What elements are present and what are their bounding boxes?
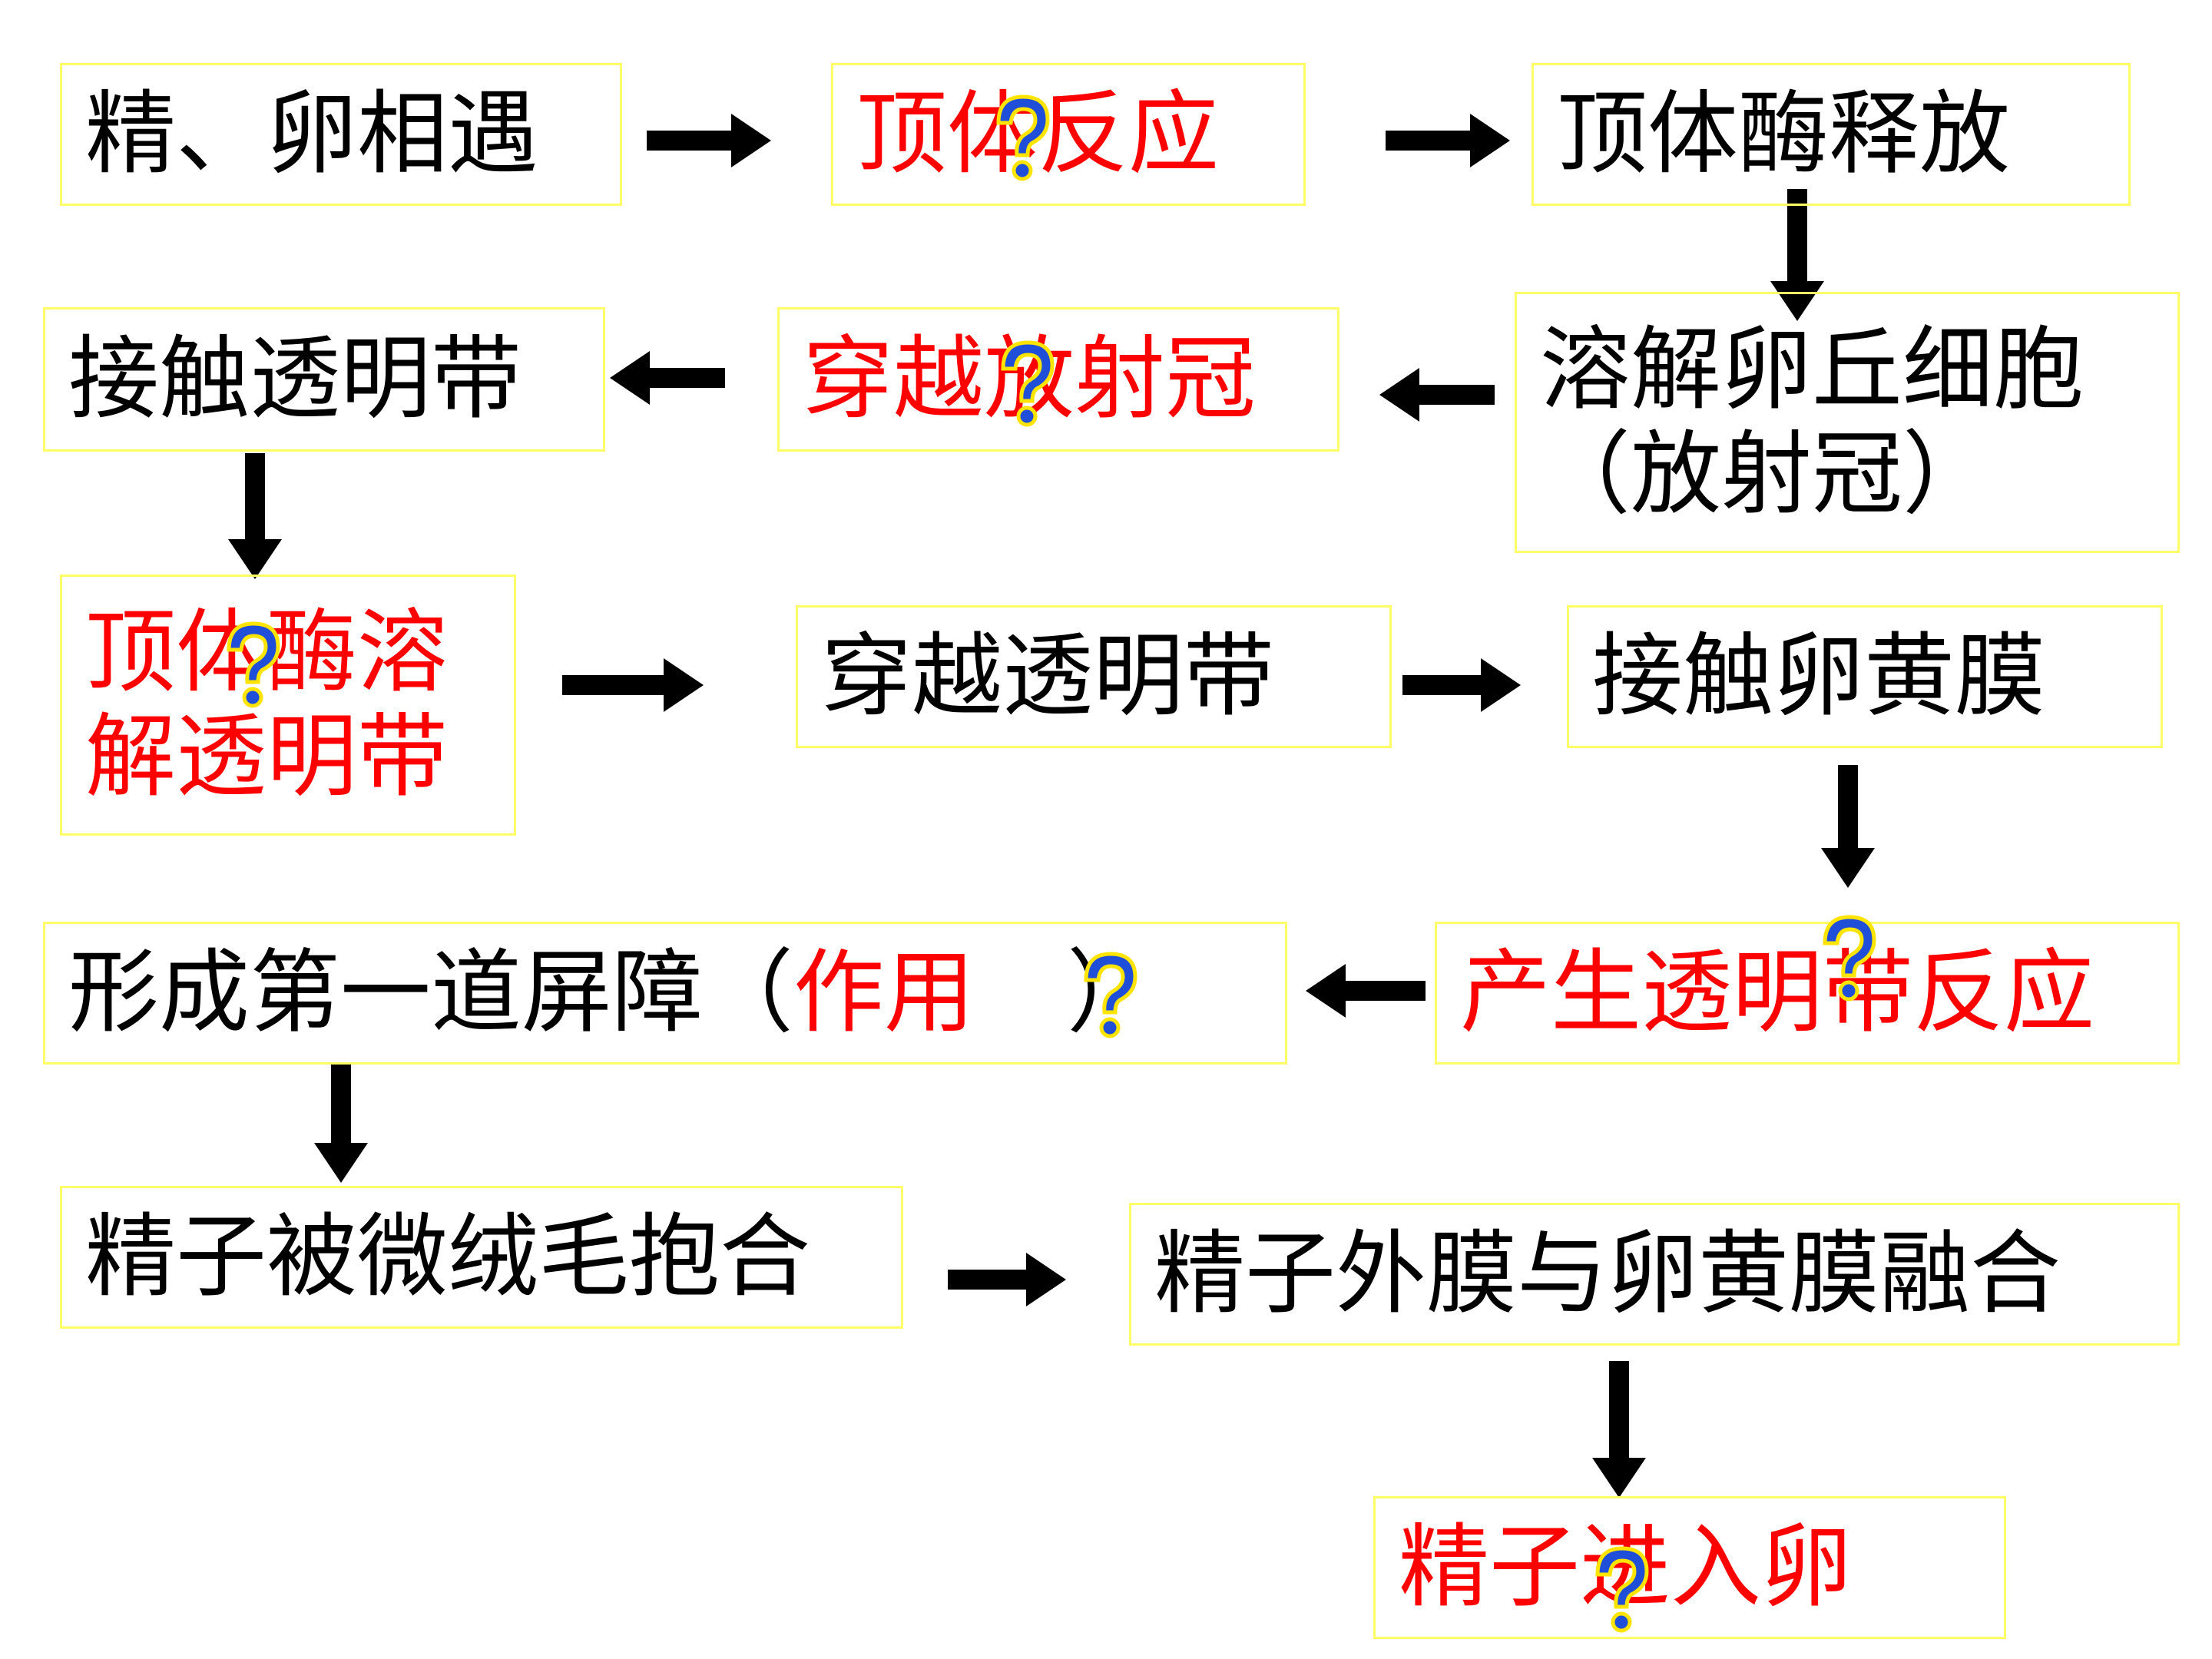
node-text-prefix: 形成第一道屏障（ (68, 939, 794, 1046)
node-text-line2: （放射冠） (1540, 421, 1994, 527)
node-text: 顶体反应 (856, 81, 1303, 187)
flow-arrow (1379, 368, 1495, 422)
node-text: 精子进入卵 (1399, 1514, 1853, 1621)
node-text: 接触透明带 (68, 326, 522, 432)
question-mark-icon (996, 94, 1050, 181)
flow-arrow (1402, 658, 1521, 712)
node-sperm-egg-meet: 精、卵相遇 (60, 63, 622, 206)
flow-arrow (562, 658, 704, 712)
node-dissolve-cumulus-cells: 溶解卵丘细胞 （放射冠） (1515, 292, 2180, 553)
node-acrosin-release: 顶体酶释放 (1532, 63, 2131, 206)
flow-arrow (1821, 765, 1875, 888)
node-sperm-enters-egg: 精子进入卵 (1373, 1496, 2006, 1639)
node-acrosome-reaction: 顶体反应 (831, 63, 1306, 206)
node-acrosin-dissolve-zona: 顶体酶溶 解透明带 (60, 575, 516, 836)
node-membrane-fusion: 精子外膜与卵黄膜融合 (1129, 1203, 2180, 1346)
node-text-red: 作用 (793, 939, 975, 1046)
node-microvilli-embrace: 精子被微绒毛抱合 (60, 1186, 903, 1329)
node-text: 穿越放射冠 (803, 326, 1337, 432)
question-mark-icon (1595, 1546, 1649, 1633)
node-text: 穿越透明带 (821, 623, 1275, 730)
node-text: 精子被微绒毛抱合 (85, 1204, 811, 1310)
question-mark-icon (1084, 952, 1137, 1038)
node-text-line1: 顶体酶溶 (85, 601, 514, 705)
node-pass-zona-pellucida: 穿越透明带 (796, 605, 1392, 748)
node-text: 精子外膜与卵黄膜融合 (1154, 1220, 2061, 1327)
node-text: 精、卵相遇 (85, 81, 539, 187)
flow-arrow (1770, 189, 1824, 321)
flow-arrow (647, 114, 771, 167)
node-text-line1: 溶解卵丘细胞 (1540, 316, 2085, 423)
flow-arrow (314, 1063, 368, 1183)
node-text: 产生透明带反应 (1460, 939, 2095, 1046)
flow-arrow (1386, 114, 1510, 167)
question-mark-icon (1001, 340, 1055, 427)
flow-arrow (228, 453, 282, 579)
flow-arrow (1306, 964, 1426, 1018)
node-text-line2: 解透明带 (85, 704, 449, 810)
flow-arrow (610, 351, 725, 405)
node-text: 接触卵黄膜 (1592, 623, 2046, 730)
question-mark-icon (227, 621, 280, 708)
node-contact-zona-pellucida: 接触透明带 (43, 307, 605, 452)
flow-arrow (948, 1253, 1066, 1306)
node-zona-reaction: 产生透明带反应 (1435, 922, 2180, 1065)
node-contact-vitelline-membrane: 接触卵黄膜 (1567, 605, 2163, 748)
node-text: 顶体酶释放 (1557, 81, 2011, 187)
flow-arrow (1592, 1361, 1646, 1498)
question-mark-icon (1823, 915, 1876, 1002)
